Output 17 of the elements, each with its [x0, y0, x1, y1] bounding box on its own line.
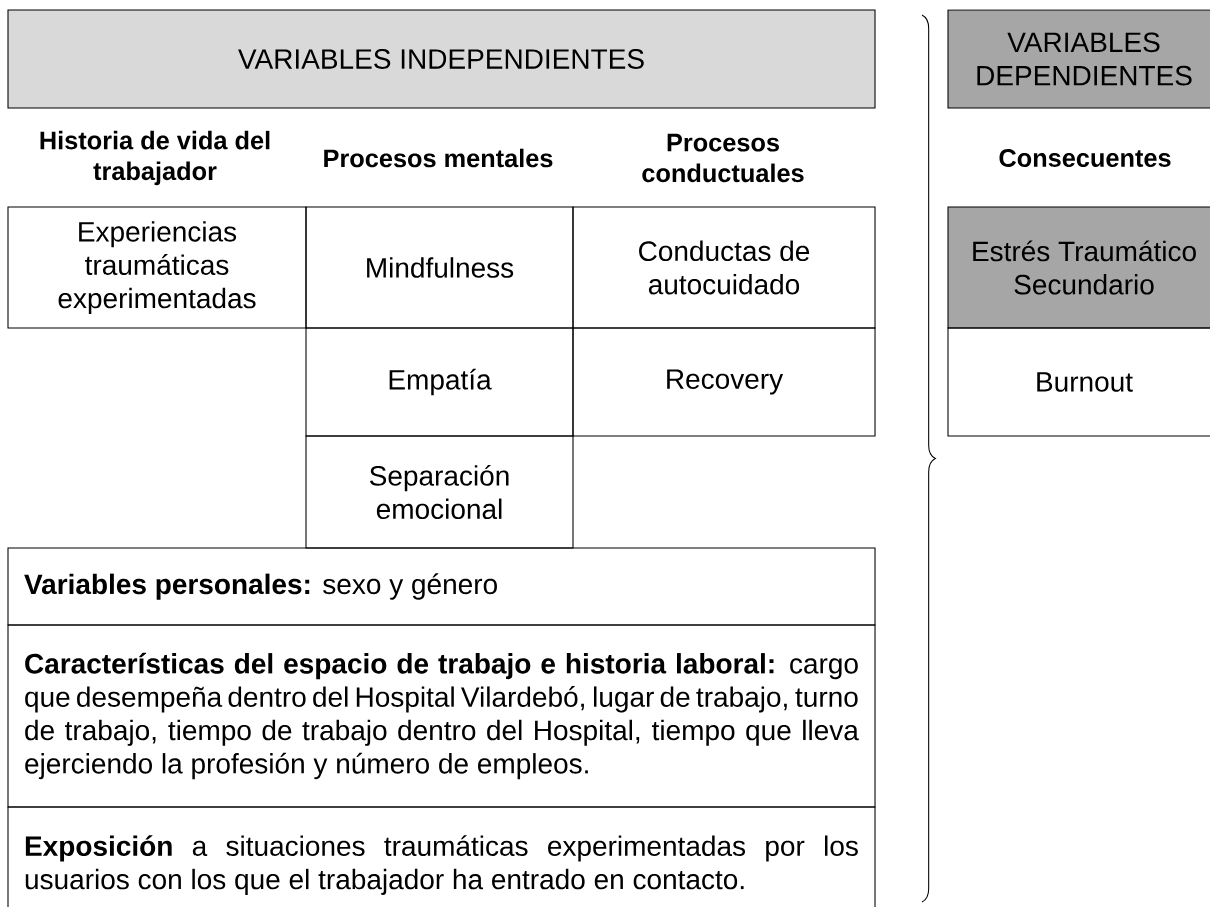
- text-box: Exposición a situaciones traumáticas experimentadas por los usuarios con los que el trabajador ha entrado en contacto.: [7, 806, 876, 907]
- table-cell: Estrés Traumático Secundario: [947, 206, 1210, 329]
- header-box: VARIABLES DEPENDIENTES: [947, 9, 1210, 109]
- column-heading: Procesos mentales: [324, 148, 553, 168]
- text-box: Variables personales: sexo y género: [7, 547, 876, 626]
- header-box: VARIABLES INDEPENDIENTES: [7, 9, 876, 109]
- table-cell: Burnout: [947, 327, 1210, 437]
- table-cell: Recovery: [572, 327, 876, 437]
- table-cell: Mindfulness: [305, 206, 574, 329]
- table-cell: Conductas de autocuidado: [572, 206, 876, 329]
- table-cell: Empatía: [305, 327, 574, 437]
- column-heading: Procesos conductuales: [642, 133, 804, 183]
- text-box: Características del espacio de trabajo e historia laboral: cargo que desempeña dentro del Hospital Vilardebó, lugar de trabajo, turno de trabajo, tiempo de trabajo dentro del Hospital, tiempo que lleva ejerciendo la profesión y número de empleos.: [7, 624, 876, 808]
- column-heading: Historia de vida del trabajador: [40, 130, 270, 186]
- column-heading: Consecuentes: [999, 149, 1171, 167]
- table-cell: Experiencias traumáticas experimentadas: [7, 206, 307, 329]
- table-cell: Separación emocional: [305, 435, 574, 549]
